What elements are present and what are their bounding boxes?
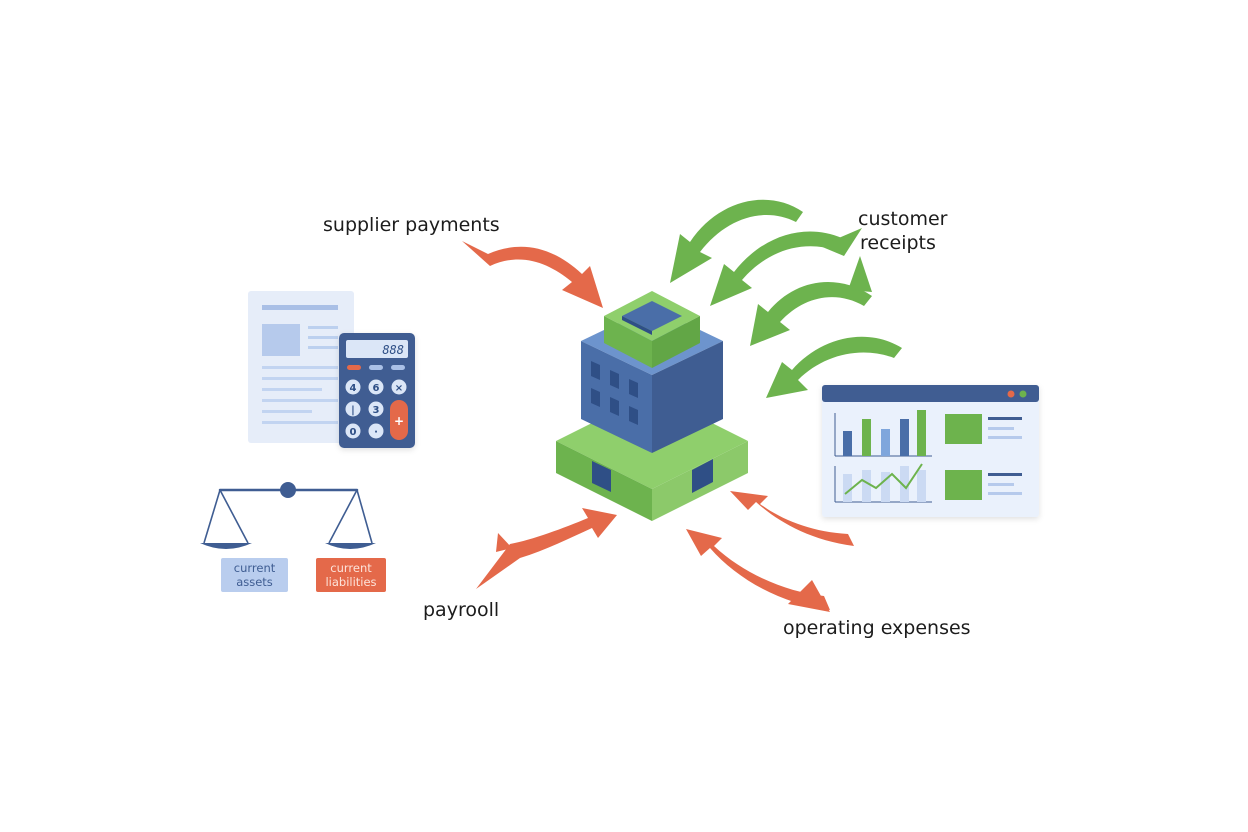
current-liabilities-label: liabilities (325, 575, 376, 589)
current-assets-label: current (234, 561, 276, 575)
customer-receipts-label: receipts (860, 232, 936, 254)
calculator-key: · (374, 427, 378, 438)
payroll-label: payrooll (423, 599, 499, 621)
customer-receipts-arrow (766, 336, 902, 398)
document-icon (248, 291, 354, 443)
payroll-arrow (476, 508, 617, 589)
calculator-key: 0 (350, 427, 357, 438)
calculator-display: 888 (382, 343, 404, 357)
calculator-key: × (395, 383, 403, 394)
current-assets-label: assets (236, 575, 273, 589)
dashboard-window-icon (822, 385, 1039, 517)
calculator-key: 6 (373, 383, 380, 394)
customer-receipts-arrow (750, 282, 872, 346)
current-liabilities-box (316, 558, 386, 592)
supplier-payments-arrow (462, 241, 603, 308)
inflow-arrows (670, 199, 902, 398)
calculator-key: 3 (373, 405, 380, 416)
balance-scale-icon: current assets current liabilities (200, 482, 386, 592)
calculator-key: 4 (350, 383, 357, 394)
operating-expenses-arrow (730, 491, 854, 546)
customer-receipts-label: customer (858, 208, 948, 230)
calculator-icon: 888 4 6 × | 3 0 · + (339, 333, 415, 448)
calculator-key: | (351, 405, 355, 416)
customer-receipts-arrow (670, 199, 803, 283)
current-liabilities-label: current (330, 561, 372, 575)
outflow-arrows (462, 241, 854, 612)
supplier-payments-label: supplier payments (323, 214, 500, 236)
customer-receipts-arrow (710, 231, 842, 306)
current-assets-box (221, 558, 288, 592)
operating-expenses-label: operating expenses (783, 617, 971, 639)
building-icon (556, 291, 748, 521)
calculator-plus-key: + (394, 414, 404, 428)
